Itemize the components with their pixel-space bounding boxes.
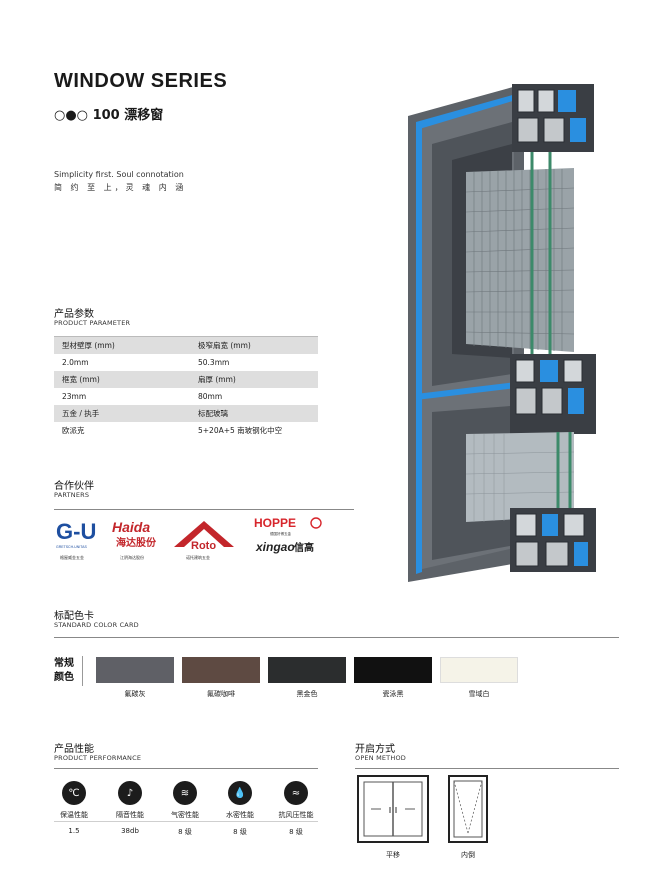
gu-logo: G-U GRETSCH-UNITAS 格屋威金五金 <box>56 519 96 560</box>
swatch-name: 氟碳咖啡 <box>207 690 235 698</box>
thermometer-icon: ℃ <box>62 781 86 805</box>
swatch-black-gold <box>268 657 346 683</box>
haida-logo: Haida 海达股份 江阴海达股份 <box>112 519 157 560</box>
open-method-label: 平移 <box>386 851 400 859</box>
color-row-label-line1: 常规 <box>54 658 74 669</box>
partners-subtitle: PARTNERS <box>54 491 90 499</box>
performance-divider <box>54 768 318 769</box>
series-mark: ○●○ <box>54 108 89 123</box>
gu-logo-caption: 格屋威金五金 <box>60 554 84 560</box>
hoppe-logo-text: HOPPE <box>254 516 296 530</box>
haida-logo-text: Haida <box>112 519 150 535</box>
color-card-subtitle: STANDARD COLOR CARD <box>54 621 139 629</box>
color-row-separator <box>82 656 83 686</box>
haida-logo-caption: 江阴海达股份 <box>120 554 144 560</box>
swatch-name: 黑金色 <box>296 690 318 698</box>
air-icon: ≋ <box>173 781 197 805</box>
series-subtitle: ○●○ 100 漂移窗 <box>54 104 163 123</box>
parameter-cell: 50.3mm <box>198 358 230 367</box>
parameter-label-row: 型材壁厚 (mm) 极窄扇宽 (mm) <box>54 337 318 354</box>
partners-title: 合作伙伴 <box>54 481 94 492</box>
tilt-window-diagram <box>448 775 488 843</box>
open-method-subtitle: OPEN METHOD <box>355 754 406 762</box>
performance-subtitle: PRODUCT PERFORMANCE <box>54 754 142 762</box>
product-parameter-subtitle: PRODUCT PARAMETER <box>54 319 131 327</box>
partners-divider <box>54 509 354 510</box>
parameter-label-row: 五金 / 执手 标配玻璃 <box>54 405 318 422</box>
open-method-title: 开启方式 <box>355 744 395 755</box>
tagline-cn: 简 约 至 上，灵 魂 内 涵 <box>54 183 187 192</box>
open-method-divider <box>355 768 619 769</box>
roto-logo: Roto 诺托建筑五金 <box>174 521 234 560</box>
partner-logos: G-U GRETSCH-UNITAS 格屋威金五金 Haida 海达股份 江阴海… <box>56 516 322 560</box>
parameter-cell: 5+20A+5 南玻钢化中空 <box>198 426 283 435</box>
sliding-window-diagram <box>357 775 429 843</box>
performance-value-divider <box>54 821 318 822</box>
swatch-name: 瓷泳黑 <box>382 690 404 698</box>
water-drop-icon: 💧 <box>228 781 252 805</box>
parameter-label-row: 框宽 (mm) 扇厚 (mm) <box>54 371 318 388</box>
tagline-en: Simplicity first. Soul connotation <box>54 170 184 179</box>
haida-logo-cn: 海达股份 <box>116 536 157 549</box>
roto-logo-caption: 诺托建筑五金 <box>186 554 210 560</box>
performance-name: 隔音性能 <box>116 811 144 819</box>
series-name: 100 漂移窗 <box>92 108 164 123</box>
gu-logo-small: GRETSCH-UNITAS <box>56 545 88 549</box>
parameter-value-row: 欧派克 5+20A+5 南玻钢化中空 <box>54 422 318 439</box>
parameter-cell: 2.0mm <box>62 358 89 367</box>
swatch-name: 雪域白 <box>468 690 490 698</box>
open-method-label: 内倒 <box>461 851 475 859</box>
parameter-cell: 极窄扇宽 (mm) <box>198 341 251 350</box>
parameter-cell: 扇厚 (mm) <box>198 375 236 384</box>
swatch-fluorocarbon-grey <box>96 657 174 683</box>
roto-logo-text: Roto <box>191 540 216 552</box>
xingao-logo-cn: 信高 <box>294 541 314 554</box>
ear-icon: ♪ <box>118 781 142 805</box>
swatch-snow-white <box>440 657 518 683</box>
window-profile-illustration <box>408 84 596 582</box>
swatch-ceramic-black <box>354 657 432 683</box>
performance-name: 抗风压性能 <box>278 811 314 819</box>
performance-value: 8 级 <box>233 828 247 836</box>
parameter-cell: 欧派克 <box>62 426 85 435</box>
wind-icon: ≈ <box>284 781 308 805</box>
performance-title: 产品性能 <box>54 744 94 755</box>
swatch-fluorocarbon-coffee <box>182 657 260 683</box>
color-card-divider <box>54 637 619 638</box>
parameter-cell: 框宽 (mm) <box>62 375 100 384</box>
page-title: WINDOW SERIES <box>54 70 228 92</box>
performance-name: 气密性能 <box>171 811 199 819</box>
hoppe-logo: HOPPE 德国好博五金 xingao 信高 <box>254 516 322 554</box>
parameter-table: 型材壁厚 (mm) 极窄扇宽 (mm) 2.0mm 50.3mm 框宽 (mm)… <box>54 336 318 439</box>
parameter-cell: 标配玻璃 <box>198 409 228 418</box>
parameter-cell: 23mm <box>62 392 87 401</box>
parameter-value-row: 23mm 80mm <box>54 388 318 405</box>
performance-value: 8 级 <box>178 828 192 836</box>
hoppe-logo-small: 德国好博五金 <box>270 531 291 536</box>
parameter-cell: 80mm <box>198 392 223 401</box>
parameter-value-row: 2.0mm 50.3mm <box>54 354 318 371</box>
color-row-label-line2: 颜色 <box>54 672 74 683</box>
performance-value: 38db <box>121 827 139 835</box>
xingao-logo-text: xingao <box>255 540 295 554</box>
performance-value: 8 级 <box>289 828 303 836</box>
swatch-name: 氟碳灰 <box>124 690 146 698</box>
color-card-title: 标配色卡 <box>54 611 94 622</box>
gu-logo-text: G-U <box>56 519 96 544</box>
performance-value: 1.5 <box>68 827 80 835</box>
performance-name: 水密性能 <box>226 811 254 819</box>
color-row-label: 常规 颜色 <box>54 657 74 685</box>
performance-name: 保温性能 <box>60 811 88 819</box>
parameter-cell: 型材壁厚 (mm) <box>62 341 115 350</box>
product-parameter-title: 产品参数 <box>54 309 94 320</box>
parameter-cell: 五金 / 执手 <box>62 409 100 418</box>
